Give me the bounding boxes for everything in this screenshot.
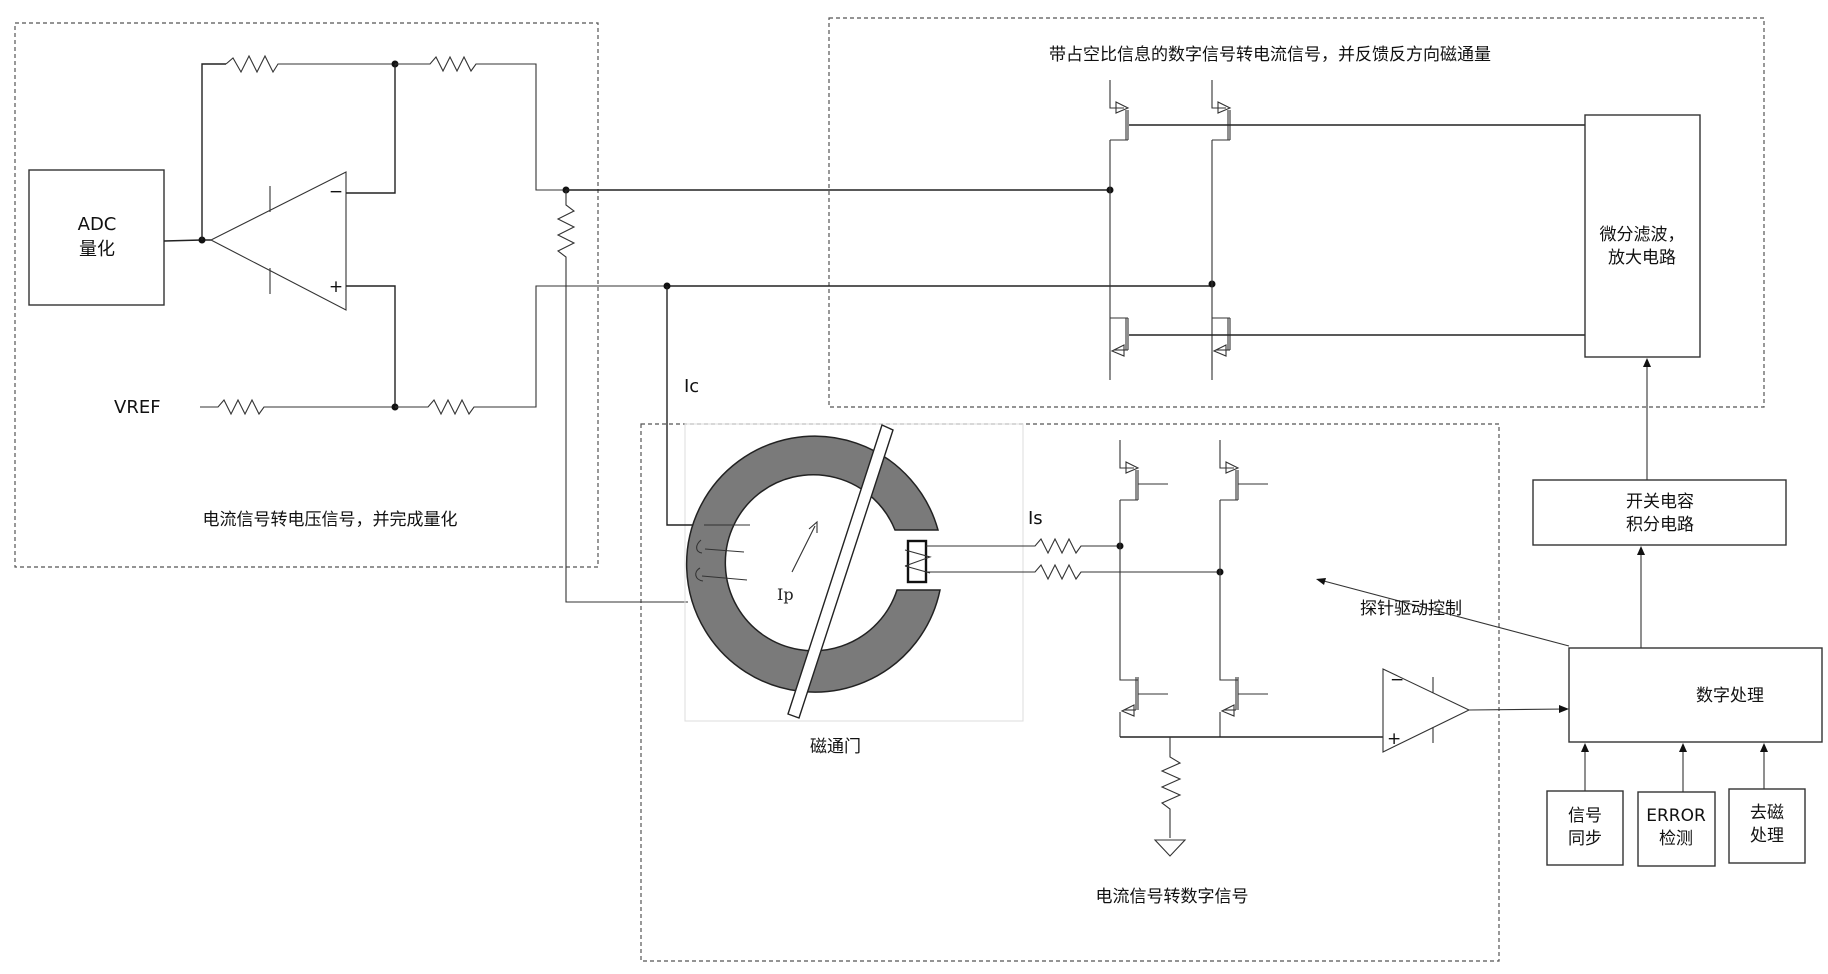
section-i-to-d-boundary [641,424,1499,961]
resistor-vref [200,400,395,414]
is-label: Is [1028,508,1043,529]
wire-feedback [202,64,226,240]
arrowhead-icon [1581,743,1589,752]
resistor-is-lower [926,565,1220,579]
fluxgate-label: 磁通门 [810,737,861,757]
amplifier-label: 放大电路 [1608,248,1676,268]
section-i-to-v-title: 电流信号转电压信号，并完成量化 [203,510,458,530]
h-bridge-excitation-driver [1120,440,1383,737]
arrowhead-icon [1316,578,1326,585]
error-detect-label: 检测 [1659,829,1693,849]
opamp-minus-sign: − [329,182,343,202]
degauss-label: 去磁 [1750,803,1784,823]
resistor-shunt [1162,737,1180,838]
digital-processing-label: 数字处理 [1696,686,1764,706]
adc-quantization-block: ADC 量化 [29,170,164,305]
wire-minus-input [346,64,395,193]
resistor-vref-right [395,286,667,414]
opamp-comparator: − + [1383,669,1469,752]
arrowhead-icon [1679,743,1687,752]
digital-processing-block: 数字处理 [1569,648,1822,742]
degauss-block: 去磁 处理 [1729,789,1805,863]
vref-label: VREF [114,397,161,418]
h-bridge-feedback-driver [1110,80,1585,380]
integrator-label: 积分电路 [1626,515,1694,535]
resistor-sense [558,190,688,602]
opamp-transimpedance: − + [211,172,346,310]
adc-label: ADC [78,214,117,235]
fluxgate-core: Ip [687,425,940,718]
arrow-comparator-to-dsp [1469,709,1566,710]
error-label: ERROR [1646,806,1706,826]
ground-icon [1155,840,1185,856]
diff-filter-amplifier-block: 微分滤波， 放大电路 [1585,115,1700,357]
section-d-to-i-title: 带占空比信息的数字信号转电流信号，并反馈反方向磁通量 [1049,45,1491,65]
adc-quantize-label: 量化 [79,239,115,260]
comparator-plus-sign: + [1387,729,1401,749]
signal-sync-label: 信号 [1568,806,1602,826]
ic-label: Ic [684,376,699,397]
resistor-feedback [226,56,395,72]
wire-plus-input [346,286,395,407]
signal-sync-block: 信号 同步 [1547,791,1623,865]
arrowhead-icon [1559,705,1569,713]
diff-filter-label: 微分滤波， [1600,225,1685,245]
opamp-plus-sign: + [329,277,343,297]
wire-ic [667,286,700,525]
arrowhead-icon [1760,743,1768,752]
arrowhead-icon [1643,358,1651,367]
error-detect-block: ERROR 检测 [1638,792,1715,866]
comparator-minus-sign: − [1390,670,1404,690]
probe-drive-label: 探针驱动控制 [1360,599,1462,619]
signal-sync-label-2: 同步 [1568,829,1602,849]
switched-cap-integrator-block: 开关电容 积分电路 [1533,480,1786,545]
arrowhead-icon [1637,546,1645,555]
ip-label: Ip [777,585,794,604]
degauss-process-label: 处理 [1750,826,1784,846]
section-i-to-d-title: 电流信号转数字信号 [1096,887,1249,907]
resistor-top-right [395,57,566,190]
switched-cap-label: 开关电容 [1626,492,1694,512]
